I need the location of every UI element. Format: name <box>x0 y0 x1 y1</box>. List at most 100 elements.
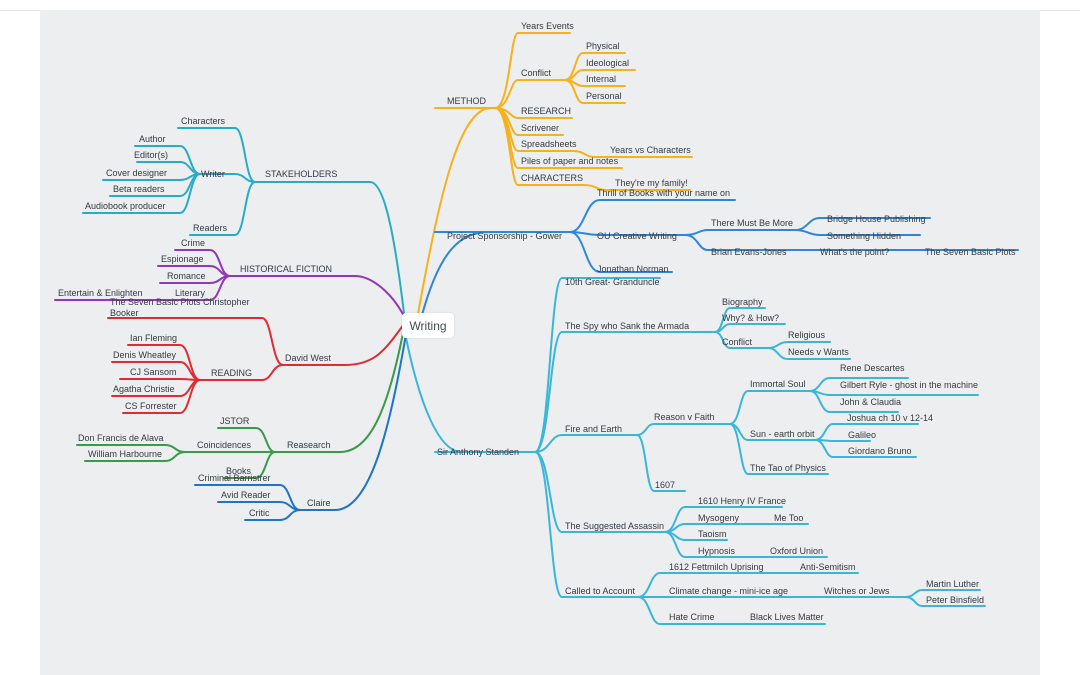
connector-line <box>904 596 986 607</box>
branch-sponsorship <box>421 199 1019 316</box>
connector-line <box>809 390 899 413</box>
node-conflict2: Conflict <box>722 337 753 347</box>
node-me-too: Me Too <box>774 513 803 523</box>
node-john-claudia: John & Claudia <box>840 397 901 407</box>
node-research-caps: RESEARCH <box>521 106 571 116</box>
node-historical: HISTORICAL FICTION <box>240 264 332 274</box>
labels-historical: HISTORICAL FICTION Crime Espionage Roman… <box>58 238 332 298</box>
node-blm: Black Lives Matter <box>750 612 824 622</box>
node-hypnosis: Hypnosis <box>698 546 736 556</box>
connector-line <box>583 184 691 191</box>
node-characters: Characters <box>181 116 226 126</box>
node-taoism: Taoism <box>698 529 727 539</box>
node-why-how: Why? & How? <box>722 313 779 323</box>
node-de-alava: Don Francis de Alava <box>78 433 164 443</box>
node-standen: Sir Anthony Standen <box>437 447 519 457</box>
connector-line <box>729 390 811 425</box>
node-coincidences: Coincidences <box>197 440 252 450</box>
connector-line <box>494 107 585 186</box>
node-fleming: Ian Fleming <box>130 333 177 343</box>
connector-line <box>177 127 256 183</box>
connector-line <box>729 423 829 475</box>
node-anti-semitism: Anti-Semitism <box>800 562 856 572</box>
node-mysogeny: Mysogeny <box>698 513 740 523</box>
node-something-hidden: Something Hidden <box>827 231 901 241</box>
node-spreadsheets: Spreadsheets <box>521 139 577 149</box>
node-assassin: The Suggested Assassin <box>565 521 664 531</box>
node-ideological: Ideological <box>586 58 629 68</box>
connector-line <box>534 434 638 453</box>
node-beta-readers: Beta readers <box>113 184 165 194</box>
node-seven-plots: The Seven Basic Plots <box>925 247 1016 257</box>
root-node-label: Writing <box>409 318 447 333</box>
connector-line <box>339 327 405 453</box>
connector-line <box>664 531 763 558</box>
node-needs-wants: Needs v Wants <box>788 347 849 357</box>
labels-sponsorship: Project Sponsorship - Gower Thrill of Bo… <box>447 188 1016 274</box>
mind-map-canvas[interactable]: METHOD Years Events Conflict Physical Id… <box>40 10 1040 675</box>
node-internal: Internal <box>586 74 616 84</box>
connector-line <box>244 509 301 521</box>
node-characters-caps: CHARACTERS <box>521 173 583 183</box>
node-fire-earth: Fire and Earth <box>565 424 622 434</box>
branch-reasearch <box>76 327 405 479</box>
connector-line <box>107 317 284 366</box>
connector-line <box>794 229 921 236</box>
connector-line <box>403 327 461 453</box>
connector-line <box>767 347 851 360</box>
labels-stakeholders: STAKEHOLDERS Characters Writer Author Ed… <box>85 116 337 233</box>
node-personal: Personal <box>586 91 622 101</box>
node-scrivener: Scrivener <box>521 123 559 133</box>
connector-line <box>223 451 276 479</box>
node-david-west: David West <box>285 353 331 363</box>
node-brian: Brian Evans-Jones <box>711 247 787 257</box>
connector-line <box>494 79 566 109</box>
node-readers: Readers <box>193 223 228 233</box>
node-cover-designer: Cover designer <box>106 168 167 178</box>
connector-line <box>494 32 571 109</box>
node-years-vs-characters: Years vs Characters <box>610 145 691 155</box>
node-bruno: Giordano Bruno <box>848 446 912 456</box>
node-crime: Crime <box>181 238 205 248</box>
node-audiobook: Audiobook producer <box>85 201 166 211</box>
branch-method <box>417 32 693 315</box>
labels-david-west: David West The Seven Basic Plots Christo… <box>110 297 331 411</box>
connector-line <box>636 423 731 436</box>
branch-stakeholders <box>82 127 405 314</box>
node-galileo: Galileo <box>848 430 876 440</box>
node-1607: 1607 <box>655 480 675 490</box>
connector-line <box>172 275 231 301</box>
node-witches: Witches or Jews <box>824 586 890 596</box>
root-node[interactable]: Writing <box>402 313 454 338</box>
node-seven-plots-book: The Seven Basic Plots Christopher <box>110 297 250 307</box>
node-barrister: Criminal Barristrer <box>198 473 271 483</box>
node-thrill: Thrill of Books with your name on <box>597 188 730 198</box>
node-author: Author <box>139 134 166 144</box>
node-descartes: Rene Descartes <box>840 363 905 373</box>
node-reading: READING <box>211 368 252 378</box>
node-piles: Piles of paper and notes <box>521 156 619 166</box>
node-method: METHOD <box>447 96 486 106</box>
node-jstor: JSTOR <box>220 416 250 426</box>
node-literary: Literary <box>175 288 206 298</box>
connector-line <box>684 234 801 251</box>
connector-line <box>814 439 871 442</box>
node-writer: Writer <box>201 169 225 179</box>
node-physical: Physical <box>586 41 620 51</box>
labels-claire: Claire Criminal Barristrer Avid Reader C… <box>198 473 331 518</box>
node-fettmilch: 1612 Fettmilch Uprising <box>669 562 764 572</box>
connector-line <box>199 364 284 381</box>
node-sun-earth: Sun - earth orbit <box>750 429 815 439</box>
node-entertain: Entertain & Enlighten <box>58 288 143 298</box>
node-bridge-house: Bridge House Publishing <box>827 214 926 224</box>
node-christie: Agatha Christie <box>113 384 175 394</box>
connector-line <box>354 275 405 317</box>
node-jonathan: Jonathan Norman <box>597 264 669 274</box>
connector-line <box>334 327 408 511</box>
node-claire: Claire <box>307 498 331 508</box>
node-must-be-more: There Must Be More <box>711 218 793 228</box>
connector-line <box>714 331 769 349</box>
node-books: Books <box>226 466 252 476</box>
branch-claire <box>194 327 408 521</box>
labels-standen: Sir Anthony Standen 10th Great- Grandunc… <box>437 277 984 622</box>
